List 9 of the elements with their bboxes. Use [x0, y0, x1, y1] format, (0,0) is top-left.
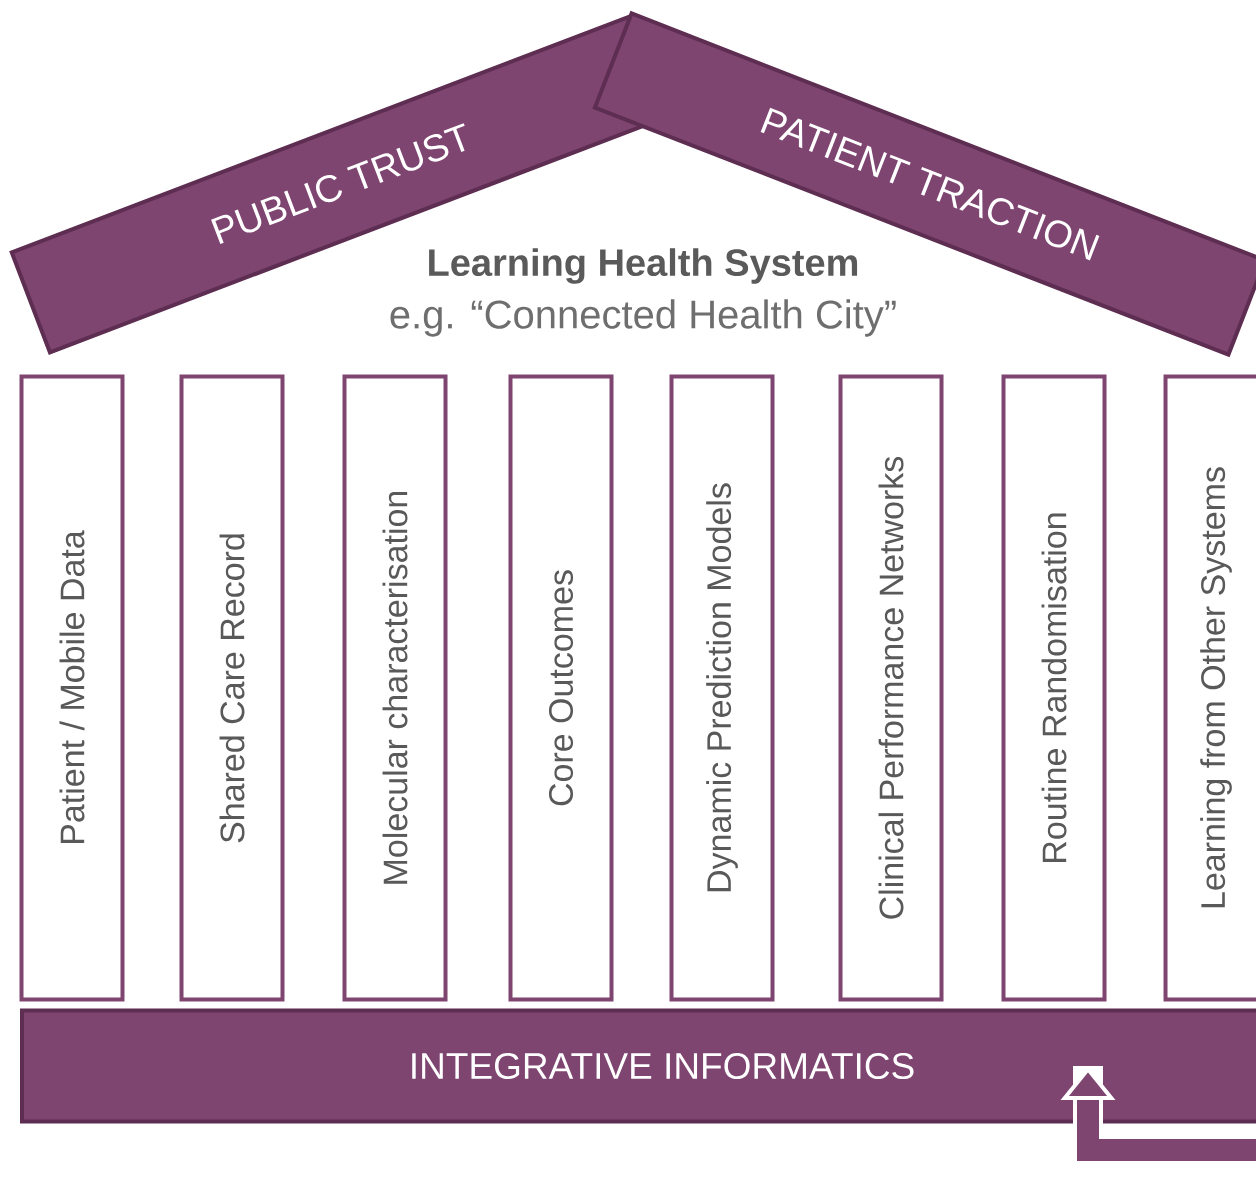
pillar-box: Routine Randomisation	[1001, 374, 1107, 1002]
pillar-box: Clinical Performance Networks	[838, 374, 944, 1002]
pillar-box: Patient / Mobile Data	[19, 374, 125, 1002]
pillar-box: Shared Care Record	[179, 374, 285, 1002]
pillar-box: Learning from Other Systems	[1163, 374, 1256, 1002]
base-band: INTEGRATIVE INFORMATICS	[20, 1008, 1256, 1124]
pillar-box: Dynamic Prediction Models	[669, 374, 775, 1002]
pillar-box: Core Outcomes	[508, 374, 614, 1002]
pillar-box: Molecular characterisation	[342, 374, 448, 1002]
